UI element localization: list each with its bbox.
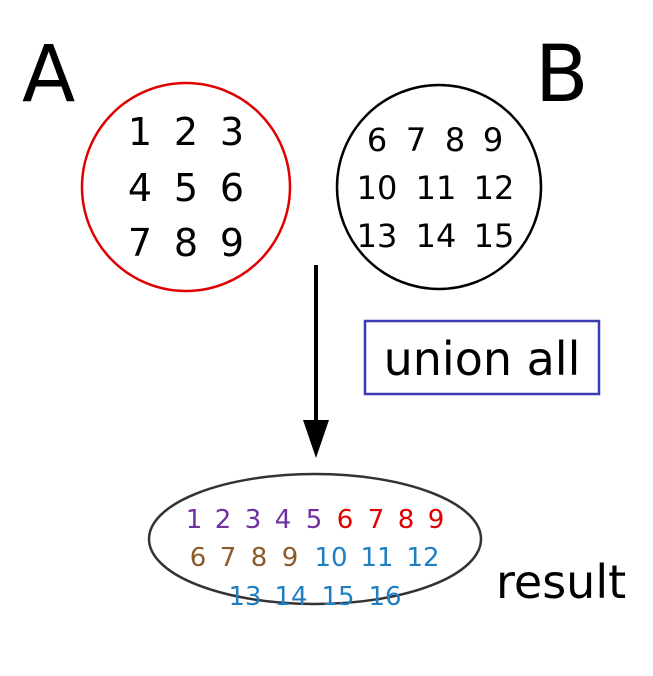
set-b-number: 9 [483,121,503,159]
set-a-number: 5 [174,166,198,210]
set-b-number: 7 [406,121,426,159]
operation-box [363,319,601,396]
set-b-number: 14 [416,217,457,255]
result-number: 6 [190,543,207,573]
set-a-label: A [22,30,75,120]
set-b-number: 10 [357,169,398,207]
set-b-circle [335,83,543,291]
set-a-circle [80,81,292,293]
result-ellipse [147,472,483,606]
result-number: 9 [428,505,445,535]
operation-label: union all [384,332,581,386]
result-number: 8 [251,543,268,573]
arrow-down-icon [303,420,329,458]
result-number: 6 [337,505,354,535]
result-number: 2 [215,505,232,535]
set-b-number: 12 [474,169,515,207]
set-a-number: 8 [174,221,198,265]
set-b-number: 8 [445,121,465,159]
set-b-number: 6 [367,121,387,159]
set-a-number: 6 [220,166,244,210]
set-a-number: 1 [128,110,152,154]
set-b-number: 13 [357,217,398,255]
result-number: 13 [228,582,261,612]
result-number: 3 [245,505,262,535]
set-a-number: 3 [220,110,244,154]
result-number: 8 [398,505,415,535]
result-number: 1 [186,505,203,535]
result-number: 5 [306,505,323,535]
set-b-number: 11 [416,169,457,207]
set-b-number: 15 [474,217,515,255]
result-number: 15 [321,582,354,612]
result-number: 7 [220,543,237,573]
set-a-number: 4 [128,166,152,210]
result-label: result [496,555,626,609]
result-number: 11 [360,543,393,573]
set-a-number: 9 [220,221,244,265]
result-number: 10 [314,543,347,573]
set-b-label: B [535,30,589,120]
result-number: 16 [368,582,401,612]
set-a-number: 2 [174,110,198,154]
set-a-number: 7 [128,221,152,265]
result-number: 7 [368,505,385,535]
result-number: 9 [282,543,299,573]
result-number: 12 [406,543,439,573]
result-number: 4 [275,505,292,535]
result-number: 14 [274,582,307,612]
